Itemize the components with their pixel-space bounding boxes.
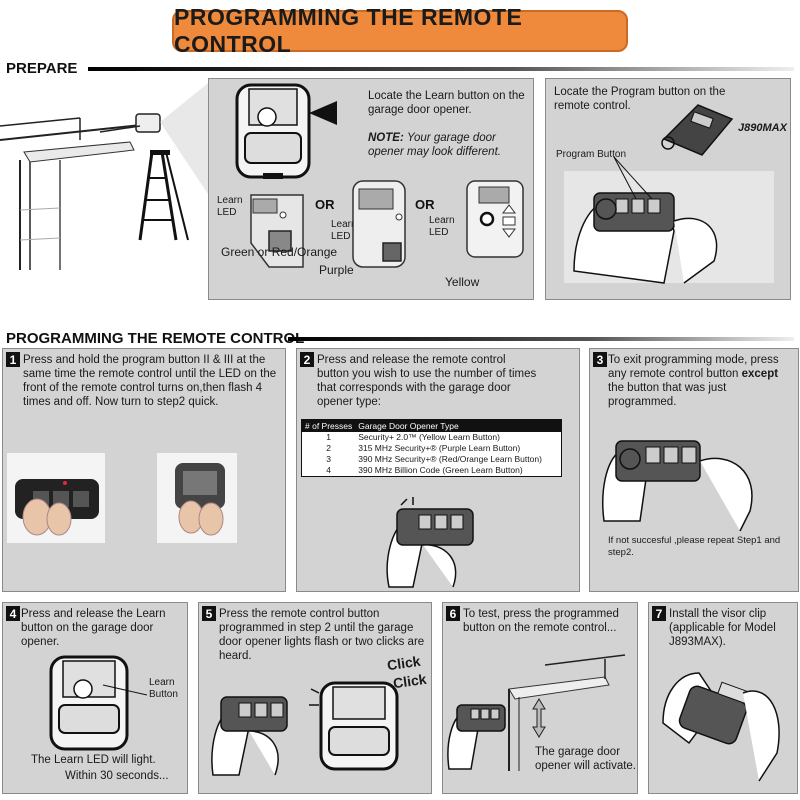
learn-led-label-yellow: Learn LED <box>429 215 455 238</box>
locate-program-text: Locate the Program button on the remote … <box>554 86 726 112</box>
step-5-text: Press the remote control button programm… <box>219 608 425 662</box>
step-3-text-post: the button that was just programmed. <box>608 382 727 408</box>
step-5-opener-icon <box>309 681 399 771</box>
program-button-label: Program Button <box>556 149 627 160</box>
step-1-photo-left <box>7 453 105 543</box>
purple-learn-panel-icon <box>352 180 406 268</box>
prepare-divider <box>88 67 794 71</box>
step-7-visor-clip-icon <box>662 672 780 782</box>
step-3-note: If not succesful ,please repeat Step1 an… <box>608 535 781 558</box>
prepare-heading: PREPARE <box>6 60 78 77</box>
step-2-text: Press and release the remote control but… <box>317 354 537 408</box>
step-6-number: 6 <box>446 606 460 621</box>
step-4-text: Press and release the Learn button on th… <box>21 608 166 648</box>
step-4-learn-button-label: Learn Button <box>149 677 178 700</box>
step-2-panel: 2 Press and release the remote control b… <box>296 348 580 592</box>
step-6-text: To test, press the programmed button on … <box>463 608 619 634</box>
step-6-caption: The garage door opener will activate. <box>535 746 636 772</box>
remote-top-icon <box>661 104 734 156</box>
step-3-text-bold: except <box>741 368 779 380</box>
learn-led-label-green: Learn LED <box>217 195 243 218</box>
table-header-type: Garage Door Opener Type <box>355 420 562 432</box>
step-1-text: Press and hold the program button II & I… <box>23 354 277 408</box>
step-4-number: 4 <box>6 606 20 621</box>
green-label: Green or Red/Orange <box>221 245 338 259</box>
step-4-caption-2: Within 30 seconds... <box>65 770 169 782</box>
or-label-2: OR <box>415 197 435 212</box>
or-label-1: OR <box>315 197 335 212</box>
step-2-number: 2 <box>300 352 314 367</box>
table-header-presses: # of Presses <box>302 420 356 432</box>
step-7-panel: 7 Install the visor clip (applicable for… <box>648 602 798 794</box>
step-3-remote-hand-icon <box>602 440 753 532</box>
green-learn-panel-icon <box>250 194 304 268</box>
step-1-number: 1 <box>6 352 20 367</box>
step-6-garage-icon <box>447 654 626 771</box>
step-5-click-1: Click <box>386 652 422 674</box>
step-5-number: 5 <box>202 606 216 621</box>
step-3-number: 3 <box>593 352 607 367</box>
yellow-label: Yellow <box>445 275 480 289</box>
step-6-panel: 6 To test, press the programmed button o… <box>442 602 638 794</box>
note-text: Your garage door opener may look differe… <box>368 132 501 158</box>
step-1-panel: 1 Press and hold the program button II &… <box>2 348 286 592</box>
step-2-remote-hand-icon <box>386 497 474 588</box>
purple-label: Purple <box>319 263 354 277</box>
garage-opener-icon <box>235 83 337 179</box>
step-1-photo-right <box>157 453 237 543</box>
programming-heading: PROGRAMMING THE REMOTE CONTROL <box>6 330 305 347</box>
step-3-text-pre: To exit programming mode, press any remo… <box>608 354 779 380</box>
page-title: PROGRAMMING THE REMOTE CONTROL <box>172 4 628 57</box>
programming-divider <box>288 337 794 341</box>
learn-led-label-purple: Learn LED <box>331 219 357 242</box>
step-4-opener-icon <box>49 655 148 751</box>
step-5-click-2: Click <box>392 670 428 692</box>
note-label: NOTE: <box>368 132 404 144</box>
step-4-panel: 4 Press and release the Learn button on … <box>2 602 188 794</box>
step-3-panel: 3 To exit programming mode, press any re… <box>589 348 799 592</box>
yellow-learn-panel-icon <box>466 180 524 258</box>
step-7-text: Install the visor clip (applicable for M… <box>669 608 776 648</box>
remote-hand-photo <box>564 156 774 284</box>
step-7-number: 7 <box>652 606 666 621</box>
prepare-opener-panel: Locate the Learn button on the garage do… <box>208 78 534 300</box>
model-label: J890MAX <box>738 122 787 134</box>
step-5-panel: 5 Press the remote control button progra… <box>198 602 432 794</box>
prepare-remote-panel: Locate the Program button on the remote … <box>545 78 791 300</box>
locate-learn-text: Locate the Learn button on the garage do… <box>368 90 525 116</box>
garage-illustration <box>0 80 212 270</box>
step-5-remote-hand-icon <box>211 696 288 776</box>
step-4-caption-1: The Learn LED will light. <box>31 754 156 766</box>
